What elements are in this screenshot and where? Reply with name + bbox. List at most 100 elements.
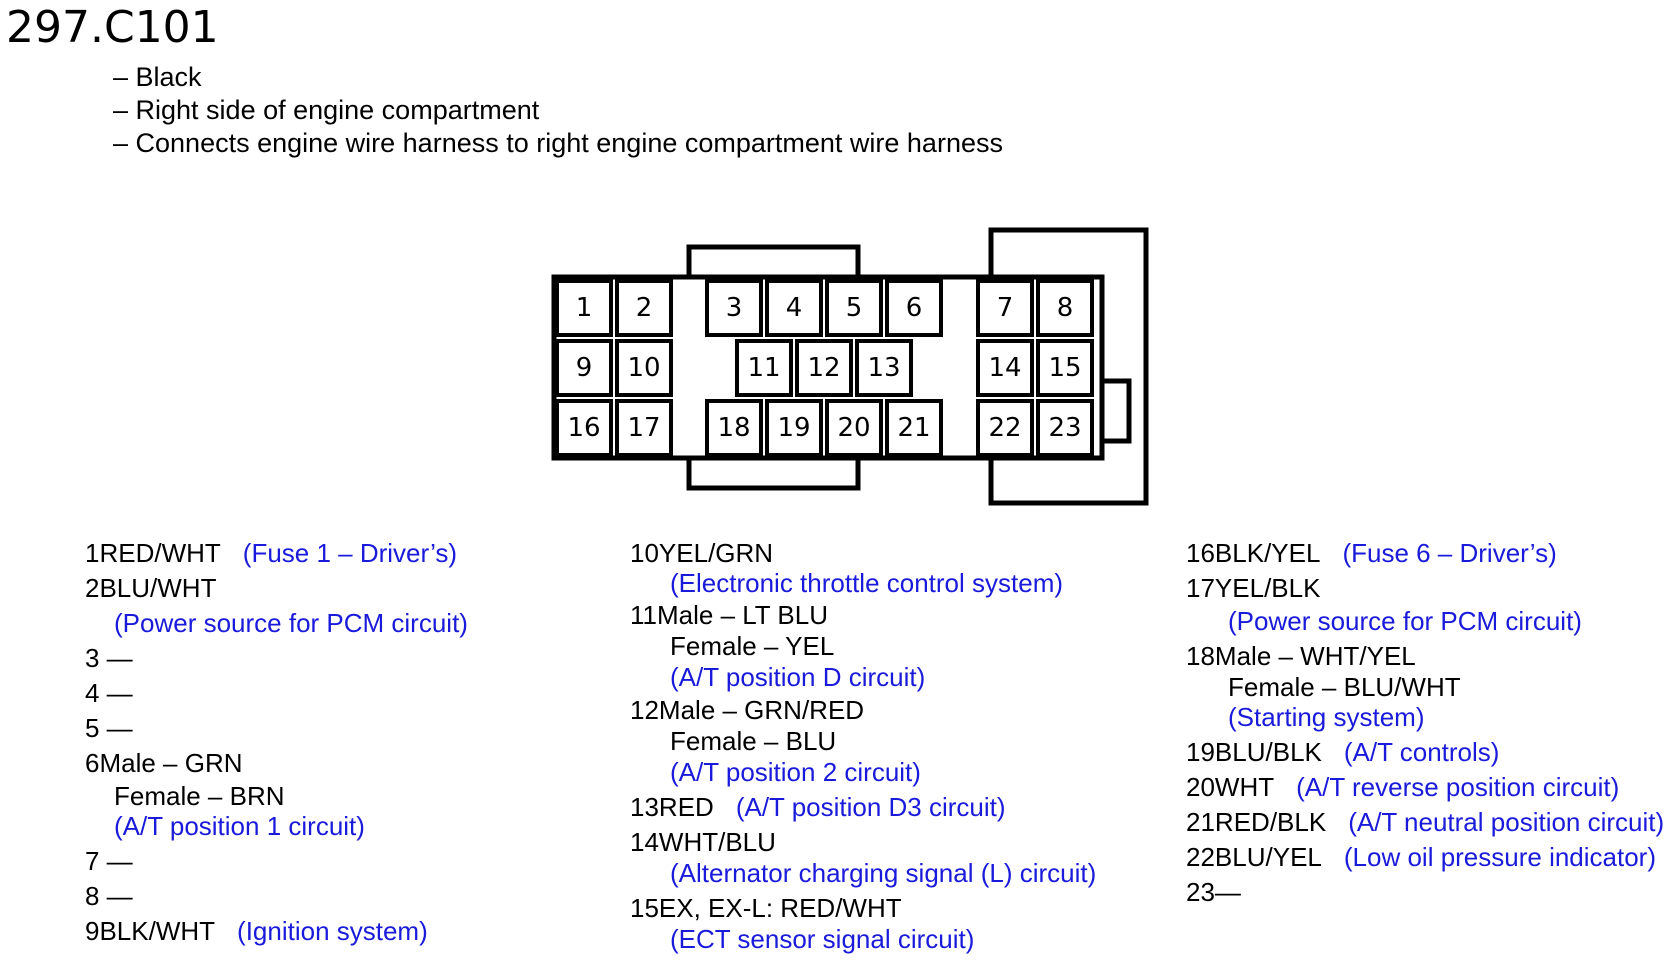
- pin-17-entry: 17YEL/BLK: [1186, 573, 1321, 603]
- pin-20-entry: 20WHT (A/T reverse position circuit): [1186, 770, 1664, 805]
- pin-3-entry: 3 —: [85, 643, 133, 673]
- cavity-4: [765, 279, 823, 337]
- cavity-2: [615, 279, 673, 337]
- pin-23-entry: 23—: [1186, 877, 1241, 907]
- cavity-15: [1036, 339, 1094, 397]
- pin-7-entry: 7 —: [85, 846, 133, 876]
- wire-color: 21RED/BLK: [1186, 807, 1327, 837]
- circuit-note: (ECT sensor signal circuit): [670, 924, 975, 954]
- pin-number: 19: [777, 413, 810, 443]
- wire-color: 13RED: [630, 792, 714, 822]
- pin-number: 21: [897, 413, 930, 443]
- circuit-note: (Power source for PCM circuit): [114, 608, 468, 638]
- pin-number: 7: [997, 293, 1014, 323]
- connector-function: – Connects engine wire harness to right …: [113, 128, 1003, 158]
- pin-18-female: Female – BLU/WHT: [1228, 672, 1461, 702]
- cavity-14: [976, 339, 1034, 397]
- pin-list-column-1: 1RED/WHT (Fuse 1 – Driver’s) 2BLU/WHT (Po…: [85, 536, 468, 949]
- circuit-note: (Fuse 6 – Driver’s): [1342, 538, 1557, 568]
- pin-12-male: 12Male – GRN/RED: [630, 695, 865, 725]
- pin-number: 4: [786, 293, 803, 323]
- circuit-note: (Alternator charging signal (L) circuit): [670, 858, 1097, 888]
- cavity-9: [555, 339, 613, 397]
- pin-11-female: Female – YEL: [670, 631, 835, 661]
- pin-list-column-2: 10YEL/GRN (Electronic throttle control s…: [630, 536, 1096, 957]
- circuit-note: (Power source for PCM circuit): [1228, 606, 1582, 636]
- connector-housing: [551, 274, 1105, 461]
- pin-2-entry: 2BLU/WHT: [85, 573, 217, 603]
- pin-8-entry: 8 —: [85, 881, 133, 911]
- pin-number: 11: [747, 353, 780, 383]
- cavity-1: [555, 279, 613, 337]
- cavity-22: [976, 399, 1034, 457]
- cavity-13: [855, 339, 913, 397]
- connector-color: – Black: [113, 62, 202, 92]
- pin-number: 20: [837, 413, 870, 443]
- circuit-note: (A/T position 2 circuit): [670, 757, 921, 787]
- wire-color: 1RED/WHT: [85, 538, 221, 568]
- pin-14-entry: 14WHT/BLU: [630, 827, 776, 857]
- cavity-3: [705, 279, 763, 337]
- pin-6-male: 6Male – GRN: [85, 748, 243, 778]
- cavity-16: [555, 399, 613, 457]
- pin-13-entry: 13RED (A/T position D3 circuit): [630, 790, 1096, 825]
- cavity-19: [765, 399, 823, 457]
- pin-number: 9: [576, 353, 593, 383]
- cavity-10: [615, 339, 673, 397]
- pin-5-entry: 5 —: [85, 713, 133, 743]
- pin-number: 6: [906, 293, 923, 323]
- circuit-note: (Electronic throttle control system): [670, 568, 1064, 598]
- pin-10-entry: 10YEL/GRN: [630, 538, 774, 568]
- cavity-20: [825, 399, 883, 457]
- pin-number: 14: [988, 353, 1021, 383]
- pin-number: 3: [726, 293, 743, 323]
- pin-12-female: Female – BLU: [670, 726, 837, 756]
- side-latch: [1102, 378, 1132, 444]
- cavity-18: [705, 399, 763, 457]
- pin-number: 17: [627, 413, 660, 443]
- circuit-note: (Low oil pressure indicator): [1343, 842, 1657, 872]
- pin-11-male: 11Male – LT BLU: [630, 600, 828, 630]
- pin-number: 13: [867, 353, 900, 383]
- circuit-note: (Ignition system): [237, 916, 428, 946]
- pin-4-entry: 4 —: [85, 678, 133, 708]
- cavity-23: [1036, 399, 1094, 457]
- pin-1-entry: 1RED/WHT (Fuse 1 – Driver’s): [85, 536, 468, 571]
- circuit-note: (A/T controls): [1343, 737, 1500, 767]
- pin-number: 8: [1057, 293, 1074, 323]
- pin-19-entry: 19BLU/BLK (A/T controls): [1186, 735, 1664, 770]
- pin-21-entry: 21RED/BLK(A/T neutral position circuit): [1186, 805, 1664, 840]
- pin-number: 1: [576, 293, 593, 323]
- pin-number: 16: [567, 413, 600, 443]
- pin-18-male: 18Male – WHT/YEL: [1186, 641, 1416, 671]
- pin-22-entry: 22BLU/YEL(Low oil pressure indicator): [1186, 840, 1664, 875]
- circuit-note: (A/T reverse position circuit): [1296, 772, 1620, 802]
- right-shroud: [988, 227, 1149, 506]
- cavity-5: [825, 279, 883, 337]
- pin-number: 12: [807, 353, 840, 383]
- cavity-7: [976, 279, 1034, 337]
- top-lock-tab: [686, 244, 861, 277]
- circuit-note: (A/T position D3 circuit): [735, 792, 1006, 822]
- bottom-lock-tab: [686, 458, 861, 491]
- connector-location: – Right side of engine compartment: [113, 95, 540, 125]
- cavity-6: [885, 279, 943, 337]
- wire-color: 16BLK/YEL: [1186, 538, 1321, 568]
- pin-number: 22: [988, 413, 1021, 443]
- cavity-8: [1036, 279, 1094, 337]
- circuit-note: (Starting system): [1228, 702, 1425, 732]
- circuit-note: (A/T position 1 circuit): [114, 811, 365, 841]
- pin-16-entry: 16BLK/YEL (Fuse 6 – Driver’s): [1186, 536, 1664, 571]
- pin-list-column-3: 16BLK/YEL (Fuse 6 – Driver’s) 17YEL/BLK (…: [1186, 536, 1664, 910]
- wire-color: 19BLU/BLK: [1186, 737, 1322, 767]
- pin-number: 10: [627, 353, 660, 383]
- circuit-note: (A/T position D circuit): [670, 662, 926, 692]
- connector-title: 297.C101: [6, 2, 219, 53]
- cavity-21: [885, 399, 943, 457]
- pin-9-entry: 9BLK/WHT(Ignition system): [85, 914, 468, 949]
- pin-number: 5: [846, 293, 863, 323]
- circuit-note: (Fuse 1 – Driver’s): [242, 538, 458, 568]
- pin-15-entry: 15EX, EX-L: RED/WHT: [630, 893, 902, 923]
- wire-color: 20WHT: [1186, 772, 1275, 802]
